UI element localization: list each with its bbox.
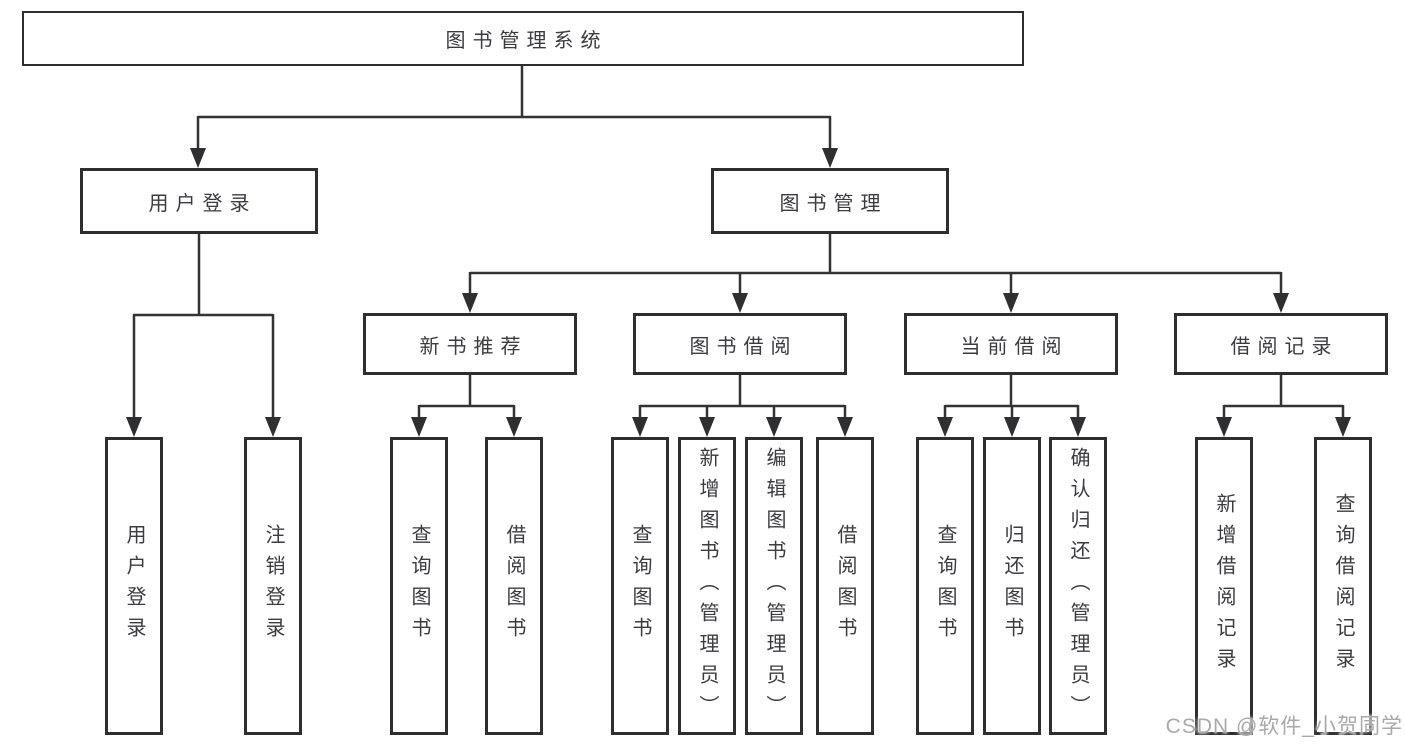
leaf-cb-query-books-label: 查询图书 [934,524,956,648]
leaf-cb-return-books-label: 归还图书 [1001,524,1023,648]
leaf-br-add-record: 新增借阅记录 [1195,437,1253,735]
leaf-nb-query-books: 查询图书 [390,437,448,735]
leaf-br-query-record-label: 查询借阅记录 [1332,493,1354,679]
leaf-nb-query-books-label: 查询图书 [408,524,430,648]
leaf-bb-edit-books-label: 编辑图书（管理员） [763,446,785,726]
leaf-cb-confirm-return: 确认归还（管理员） [1049,437,1107,735]
leaf-bb-add-books-label: 新增图书（管理员） [696,446,718,726]
node-book-management-label: 图书管理 [779,192,888,215]
leaf-br-query-record: 查询借阅记录 [1314,437,1372,735]
connector-currentborrow-to-children [943,375,1080,419]
connector-bookborrow-to-children [638,375,847,419]
leaf-bb-query-books-label: 查询图书 [629,524,651,648]
leaf-bb-edit-books: 编辑图书（管理员） [745,437,803,735]
leaf-nb-borrow-books-label: 借阅图书 [503,524,525,648]
leaf-bb-borrow-books-label: 借阅图书 [834,524,856,648]
node-book-borrow: 图书借阅 [633,313,847,375]
node-book-borrow-label: 图书借阅 [689,335,798,358]
leaf-cb-return-books: 归还图书 [983,437,1041,735]
node-user-login: 用户登录 [80,168,318,234]
leaf-cb-confirm-return-label: 确认归还（管理员） [1067,446,1089,726]
leaf-cb-query-books: 查询图书 [916,437,974,735]
leaf-br-add-record-label: 新增借阅记录 [1213,493,1235,679]
connector-root-to-level2 [196,66,832,150]
leaf-bb-add-books: 新增图书（管理员） [678,437,736,735]
leaf-logout-label: 注销登录 [262,524,284,648]
node-borrow-records: 借阅记录 [1174,313,1388,375]
node-root: 图书管理系统 [22,11,1024,66]
node-user-login-label: 用户登录 [148,192,257,215]
leaf-user-login-label: 用户登录 [123,524,145,648]
node-root-label: 图书管理系统 [445,30,608,52]
connector-records-to-children [1222,375,1345,419]
leaf-logout: 注销登录 [244,437,302,735]
connector-newbook-to-children [417,375,516,419]
connector-userlogin-to-children [132,234,275,419]
node-current-borrow: 当前借阅 [904,313,1118,375]
leaf-bb-borrow-books: 借阅图书 [816,437,874,735]
node-new-book-recommend: 新书推荐 [363,313,577,375]
csdn-watermark: CSDN @软件_小贺同学 [1165,715,1403,738]
node-book-management: 图书管理 [711,168,949,234]
connector-bookmgmt-to-level3 [468,234,1283,295]
node-borrow-records-label: 借阅记录 [1230,335,1339,358]
node-new-book-recommend-label: 新书推荐 [419,335,528,358]
leaf-user-login: 用户登录 [105,437,163,735]
leaf-bb-query-books: 查询图书 [611,437,669,735]
node-current-borrow-label: 当前借阅 [960,335,1069,358]
leaf-nb-borrow-books: 借阅图书 [485,437,543,735]
